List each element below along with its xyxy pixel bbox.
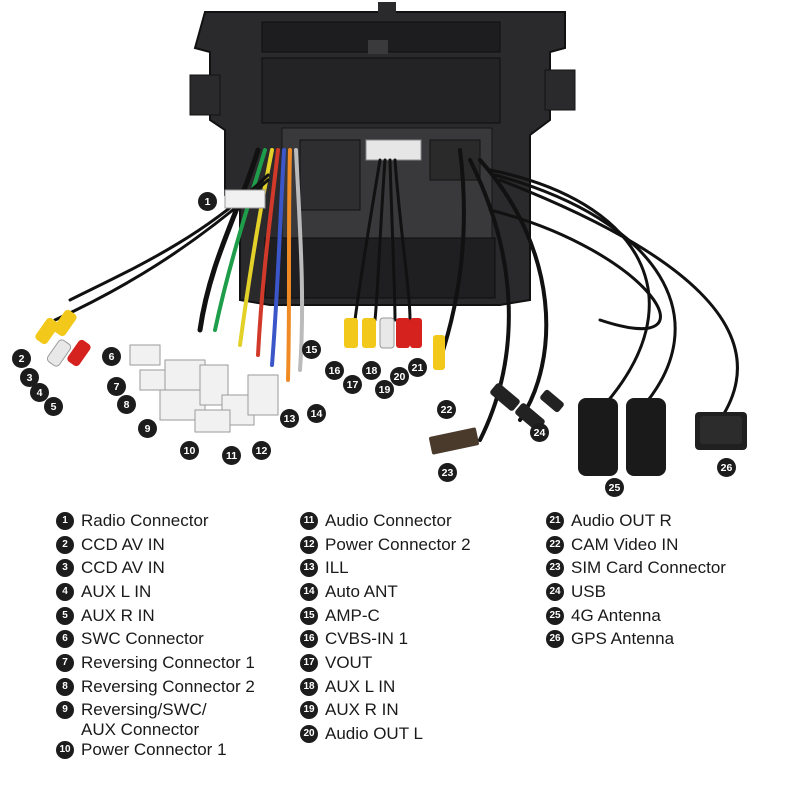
legend-label: AUX L IN: [325, 677, 396, 696]
legend-number: 17: [300, 654, 318, 672]
legend-label: AUX L IN: [81, 582, 152, 601]
legend-label: AMP-C: [325, 606, 380, 625]
callout-18: 18: [362, 361, 381, 380]
callout-22: 22: [437, 400, 456, 419]
legend-number: 9: [56, 701, 74, 719]
callout-11: 11: [222, 446, 241, 465]
callout-9: 9: [138, 419, 157, 438]
legend-label: VOUT: [325, 653, 373, 672]
legend-label: Power Connector 1: [81, 740, 227, 759]
legend-label-line-2: AUX Connector: [81, 720, 200, 739]
legend-label: SIM Card Connector: [571, 558, 726, 577]
legend-label: 4G Antenna: [571, 606, 661, 625]
callout-7: 7: [107, 377, 126, 396]
white-connectors: [129, 189, 279, 433]
callout-12: 12: [252, 441, 271, 460]
legend-number: 25: [546, 607, 564, 625]
callout-20: 20: [390, 367, 409, 386]
callout-8: 8: [117, 395, 136, 414]
usb-plugs: [490, 383, 564, 431]
legend-label: SWC Connector: [81, 629, 204, 648]
legend-number: 21: [546, 512, 564, 530]
callout-21: 21: [408, 358, 427, 377]
callout-14: 14: [307, 404, 326, 423]
legend-number: 19: [300, 701, 318, 719]
legend-number: 5: [56, 607, 74, 625]
callout-3: 3: [20, 368, 39, 387]
gps-antenna: [695, 412, 747, 450]
legend-label: Reversing Connector 2: [81, 677, 255, 696]
legend-number: 14: [300, 583, 318, 601]
legend-number: 23: [546, 559, 564, 577]
legend-number: 8: [56, 678, 74, 696]
legend-label: Reversing/SWC/: [81, 700, 207, 719]
callout-1: 1: [198, 192, 217, 211]
legend-number: 24: [546, 583, 564, 601]
legend-label: AUX R IN: [325, 700, 399, 719]
rca-plugs-left: [35, 309, 91, 367]
legend-number: 1: [56, 512, 74, 530]
callout-16: 16: [325, 361, 344, 380]
legend-number: 22: [546, 536, 564, 554]
legend-label: USB: [571, 582, 606, 601]
rca-plugs-center: [344, 317, 445, 370]
legend-label: Audio OUT R: [571, 511, 672, 530]
callout-25: 25: [605, 478, 624, 497]
callout-15: 15: [302, 340, 321, 359]
legend-number: 10: [56, 741, 74, 759]
legend-label: ILL: [325, 558, 349, 577]
callout-23: 23: [438, 463, 457, 482]
legend-number: 13: [300, 559, 318, 577]
sim-card-connector: [429, 427, 479, 455]
legend-label: CVBS-IN 1: [325, 629, 409, 648]
legend-number: 11: [300, 512, 318, 530]
head-unit-wiring-photo: [35, 2, 747, 476]
legend-number: 7: [56, 654, 74, 672]
legend-label: Auto ANT: [325, 582, 398, 601]
legend-label: CCD AV IN: [81, 558, 165, 577]
callout-2: 2: [12, 349, 31, 368]
legend-label: Power Connector 2: [325, 535, 471, 554]
legend-number: 16: [300, 630, 318, 648]
legend-number: 6: [56, 630, 74, 648]
callout-5: 5: [44, 397, 63, 416]
legend-number: 12: [300, 536, 318, 554]
legend-label: CAM Video IN: [571, 535, 679, 554]
head-unit-chassis: [189, 2, 576, 306]
callout-13: 13: [280, 409, 299, 428]
legend-number: 2: [56, 536, 74, 554]
legend-number: 18: [300, 678, 318, 696]
legend-label: Audio Connector: [325, 511, 452, 530]
callout-19: 19: [375, 380, 394, 399]
legend-number: 4: [56, 583, 74, 601]
legend-number: 20: [300, 725, 318, 743]
callout-6: 6: [102, 347, 121, 366]
legend-label: AUX R IN: [81, 606, 155, 625]
callout-24: 24: [530, 423, 549, 442]
legend-number: 3: [56, 559, 74, 577]
legend-number: 26: [546, 630, 564, 648]
legend-number: 15: [300, 607, 318, 625]
callout-4: 4: [30, 383, 49, 402]
legend-label: Radio Connector: [81, 511, 209, 530]
legend-label: CCD AV IN: [81, 535, 165, 554]
4g-antennas: [578, 398, 666, 476]
callout-17: 17: [343, 375, 362, 394]
legend-label: GPS Antenna: [571, 629, 675, 648]
legend-label: Reversing Connector 1: [81, 653, 255, 672]
callout-10: 10: [180, 441, 199, 460]
legend-label: Audio OUT L: [325, 724, 423, 743]
callout-26: 26: [717, 458, 736, 477]
